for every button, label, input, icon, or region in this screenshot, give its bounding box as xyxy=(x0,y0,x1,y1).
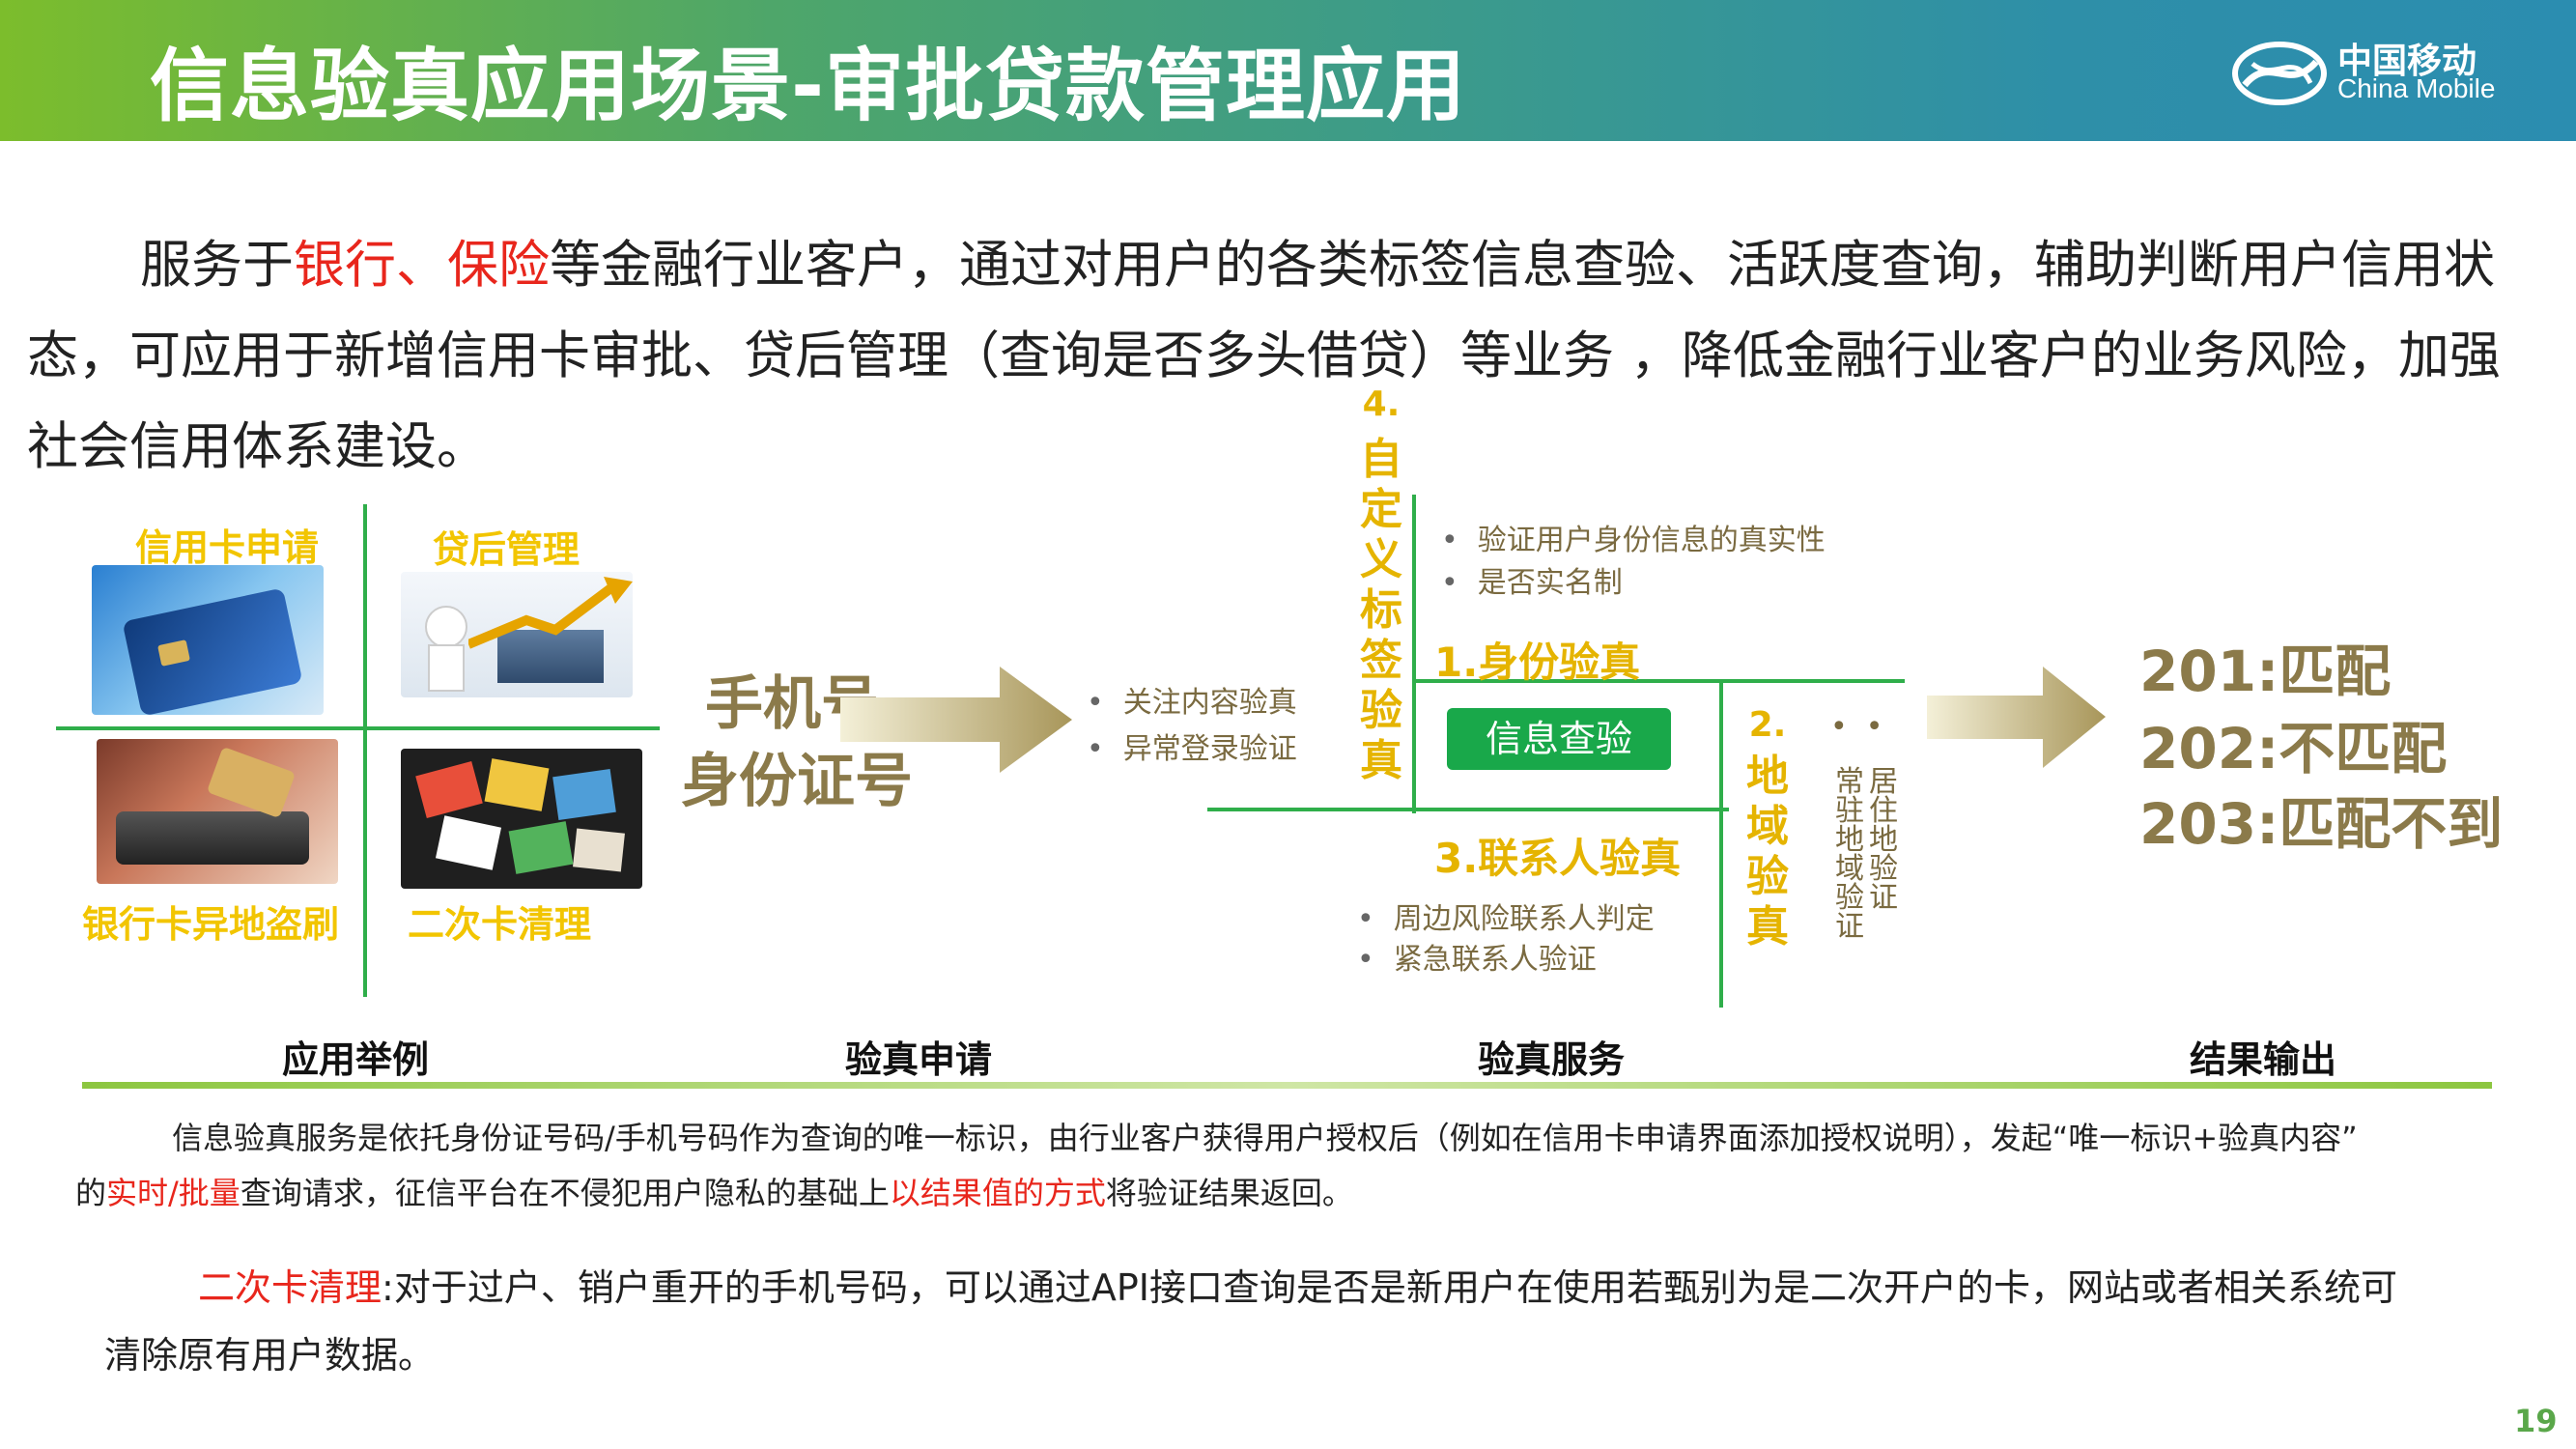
arrow-right-icon-2 xyxy=(1927,667,2106,768)
column-title-request: 验真申请 xyxy=(845,1038,993,1081)
contact-verify-title: 3.联系人验真 xyxy=(1434,835,1682,882)
column-title-service: 验真服务 xyxy=(1478,1038,1626,1081)
custom-tag-title: 自定义标签验真 xyxy=(1360,435,1402,785)
page-title: 信息验真应用场景-审批贷款管理应用 xyxy=(150,41,1467,132)
request-bullet-1: •关注内容验真 xyxy=(1087,686,1297,720)
sim-cards-image xyxy=(401,749,642,889)
logo-mark-icon xyxy=(2232,42,2327,105)
intro-line-3: 社会信用体系建设。 xyxy=(27,417,488,476)
result-201: 201:匹配 xyxy=(2139,639,2392,704)
example-second-card-label: 二次卡清理 xyxy=(408,903,592,946)
logo-text-en: China Mobile xyxy=(2337,73,2496,103)
custom-tag-number: 4. xyxy=(1362,384,1401,424)
china-mobile-logo: 中国移动 China Mobile xyxy=(2231,27,2521,124)
page-number: 19 xyxy=(2514,1403,2558,1439)
id-bullet-1: •验证用户身份信息的真实性 xyxy=(1441,524,1826,557)
region-title: 地域验真 xyxy=(1746,752,1789,952)
intro-line-1: 服务于银行、保险等金融行业客户，通过对用户的各类标签信息查验、活跃度查询，辅助判… xyxy=(140,236,2495,295)
note-line-2: 的实时/批量查询请求，征信平台在不侵犯用户隐私的基础上以结果值的方式将验证结果返… xyxy=(75,1175,1353,1211)
column-title-output: 结果输出 xyxy=(2190,1038,2337,1081)
result-202: 202:不匹配 xyxy=(2139,716,2448,781)
intro-highlight: 银行、保险 xyxy=(294,236,550,295)
header-bar xyxy=(0,0,2576,141)
service-line-v1 xyxy=(1412,495,1416,813)
request-id: 身份证号 xyxy=(681,748,913,815)
region-sub-col-2: 居住地验证 xyxy=(1869,765,1898,915)
info-check-button[interactable]: 信息查验 xyxy=(1447,708,1671,770)
note-line-1: 信息验真服务是依托身份证号码/手机号码作为查询的唯一标识，由行业客户获得用户授权… xyxy=(172,1120,2358,1156)
example-credit-card-label: 信用卡申请 xyxy=(135,526,320,569)
column-underline xyxy=(82,1082,2492,1089)
contact-bullet-2: •紧急联系人验证 xyxy=(1357,943,1597,977)
credit-card-image xyxy=(92,565,324,715)
region-number: 2. xyxy=(1748,705,1787,745)
request-bullet-2: •异常登录验证 xyxy=(1087,732,1297,766)
service-line-top xyxy=(1412,679,1905,683)
column-title-examples: 应用举例 xyxy=(282,1038,430,1081)
id-bullet-2: •是否实名制 xyxy=(1441,566,1623,600)
example-divider-horizontal xyxy=(56,726,660,730)
service-line-bottom xyxy=(1207,808,1729,811)
note-line-3: 二次卡清理:对于过户、销户重开的手机号码，可以通过API接口查询是否是新用户在使… xyxy=(198,1266,2397,1309)
intro-line-2: 态，可应用于新增信用卡审批、贷后管理（查询是否多头借贷）等业务 ，降低金融行业客… xyxy=(27,327,2501,385)
contact-bullet-1: •周边风险联系人判定 xyxy=(1357,902,1655,936)
arrow-right-icon xyxy=(840,667,1072,773)
example-fraud-label: 银行卡异地盗刷 xyxy=(82,903,340,946)
example-loan-label: 贷后管理 xyxy=(433,528,580,571)
card-swipe-image xyxy=(97,739,338,884)
id-verify-title: 1.身份验真 xyxy=(1434,639,1641,686)
region-sub-col-1: 常驻地域验证 xyxy=(1835,765,1864,944)
region-bullets: • • xyxy=(1830,710,1883,744)
example-divider-vertical xyxy=(363,504,367,997)
note-line-4: 清除原有用户数据。 xyxy=(104,1334,436,1377)
service-line-v2 xyxy=(1719,679,1723,1008)
logo-text-cn: 中国移动 xyxy=(2337,42,2477,81)
result-203: 203:匹配不到 xyxy=(2139,791,2504,857)
loan-management-image xyxy=(401,572,633,697)
